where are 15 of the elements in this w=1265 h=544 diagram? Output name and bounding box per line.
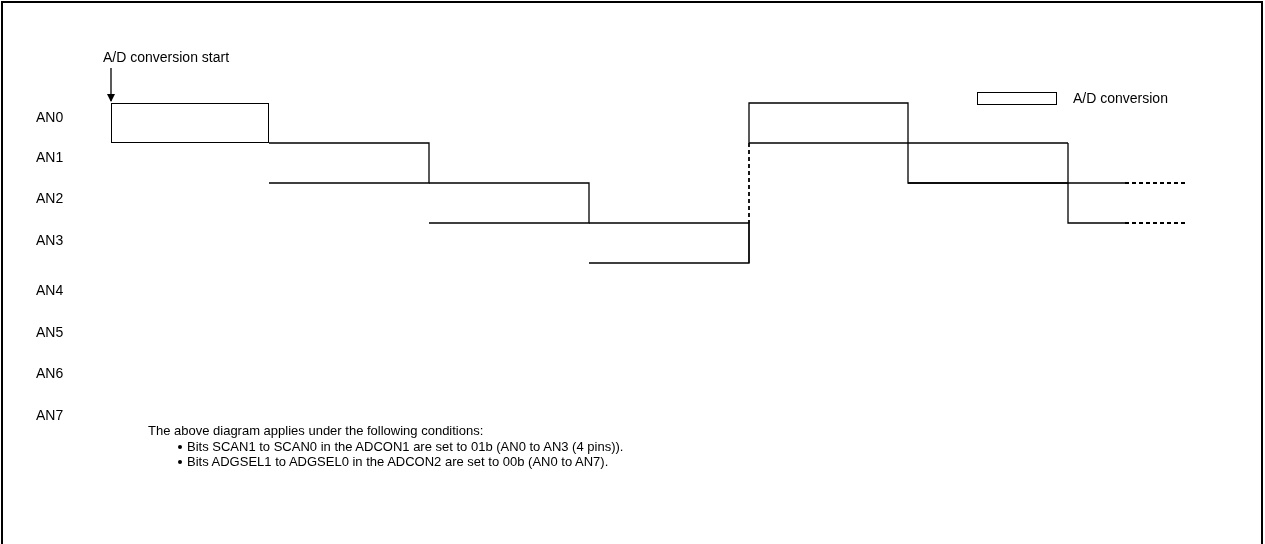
note-text: Bits ADGSEL1 to ADGSEL0 in the ADCON2 are set to 00b (AN0 to AN7).	[187, 454, 609, 469]
channel-label: AN3	[36, 231, 64, 249]
note-text: Bits SCAN1 to SCAN0 in the ADCON1 are set to 01b (AN0 to AN3 (4 pins)).	[187, 439, 624, 454]
channel-label: AN7	[36, 406, 64, 424]
channel-label: AN5	[36, 323, 64, 341]
channel-label: AN6	[36, 364, 64, 382]
channel-label: AN4	[36, 281, 64, 299]
conversion-period-box	[111, 103, 269, 143]
annotation-text: A/D conversion start	[103, 48, 230, 66]
channel-label: AN0	[36, 108, 64, 126]
channel-label: AN1	[36, 148, 64, 166]
note-text: The above diagram applies under the following conditions:	[148, 423, 484, 438]
arrow	[107, 67, 115, 102]
legend-text: A/D conversion	[1073, 89, 1168, 108]
channel-label: AN2	[36, 189, 64, 207]
